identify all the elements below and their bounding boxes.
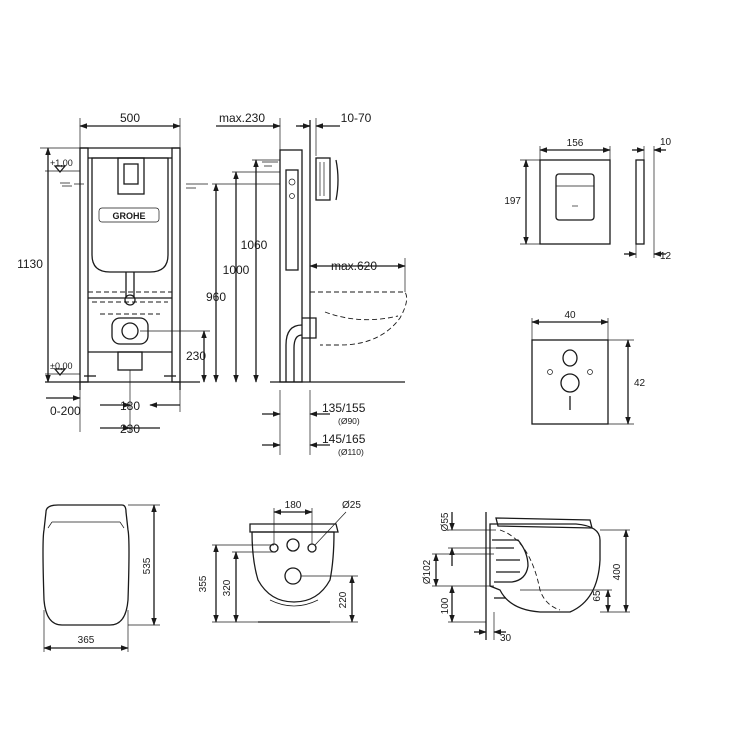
wc-side-w30-label: 30 bbox=[500, 633, 512, 644]
frame-side-offset-label: 0-200 bbox=[50, 404, 81, 418]
side-depth-max-label: max.230 bbox=[219, 111, 265, 125]
wc-side-d55-label: Ø55 bbox=[440, 512, 451, 531]
frame-width-label: 500 bbox=[120, 111, 140, 125]
frame-top-level: +1,00 bbox=[50, 158, 73, 168]
wc-side-d102-label: Ø102 bbox=[422, 559, 433, 584]
seat-width-label: 365 bbox=[78, 635, 95, 646]
wc-rear-view: 180 Ø25 355 320 220 bbox=[198, 500, 361, 623]
frame-drain-offset-label: 180 bbox=[120, 399, 140, 413]
wc-side-h400-label: 400 bbox=[612, 563, 623, 580]
frame-floor-level: ±0,00 bbox=[50, 361, 72, 371]
plate-height-label: 197 bbox=[504, 196, 521, 207]
wc-side-view: Ø55 Ø102 100 400 65 30 bbox=[422, 512, 630, 644]
frame-front-view: GROHE +1,00 ±0,00 500 bbox=[17, 111, 210, 436]
side-d1-label: 135/155 bbox=[322, 401, 366, 415]
frame-brand-label: GROHE bbox=[112, 211, 145, 221]
flush-plate-view: 156 197 10 12 bbox=[504, 137, 671, 262]
wc-rear-height-355-label: 355 bbox=[198, 575, 209, 592]
frame-height-label: 1130 bbox=[17, 257, 43, 271]
wc-side-h100-label: 100 bbox=[440, 597, 451, 614]
wc-rear-hole-spacing-label: 180 bbox=[285, 500, 302, 511]
plate-width-label: 156 bbox=[567, 138, 584, 149]
wc-rear-height-220-label: 220 bbox=[338, 591, 349, 608]
side-panel-gap-label: 10-70 bbox=[341, 111, 372, 125]
plate-thick-top-label: 10 bbox=[660, 137, 672, 148]
seat-length-label: 535 bbox=[142, 557, 153, 574]
frame-pipe-height-label: 230 bbox=[186, 349, 206, 363]
side-height-1000-label: 1000 bbox=[223, 263, 250, 277]
plate-thick-bottom-label: 12 bbox=[660, 251, 672, 262]
side-height-960-label: 960 bbox=[206, 290, 226, 304]
side-height-1060-label: 1060 bbox=[241, 238, 268, 252]
pad-height-label: 42 bbox=[634, 378, 646, 389]
frame-side-view: max.230 10-70 1060 1000 960 max.620 135/… bbox=[206, 111, 408, 457]
pad-width-label: 40 bbox=[564, 310, 576, 321]
sound-pad-view: 40 42 bbox=[531, 310, 646, 425]
seat-top-view: 535 365 bbox=[42, 504, 160, 652]
side-d1-note: (Ø90) bbox=[338, 416, 360, 426]
side-d2-note: (Ø110) bbox=[338, 447, 364, 457]
side-d2-label: 145/165 bbox=[322, 432, 366, 446]
frame-connection-width-label: 230 bbox=[120, 422, 140, 436]
wc-side-h65-label: 65 bbox=[592, 590, 603, 602]
wc-rear-hole-dia-label: Ø25 bbox=[342, 500, 361, 511]
side-bowl-max-label: max.620 bbox=[331, 259, 377, 273]
wc-rear-height-320-label: 320 bbox=[222, 579, 233, 596]
